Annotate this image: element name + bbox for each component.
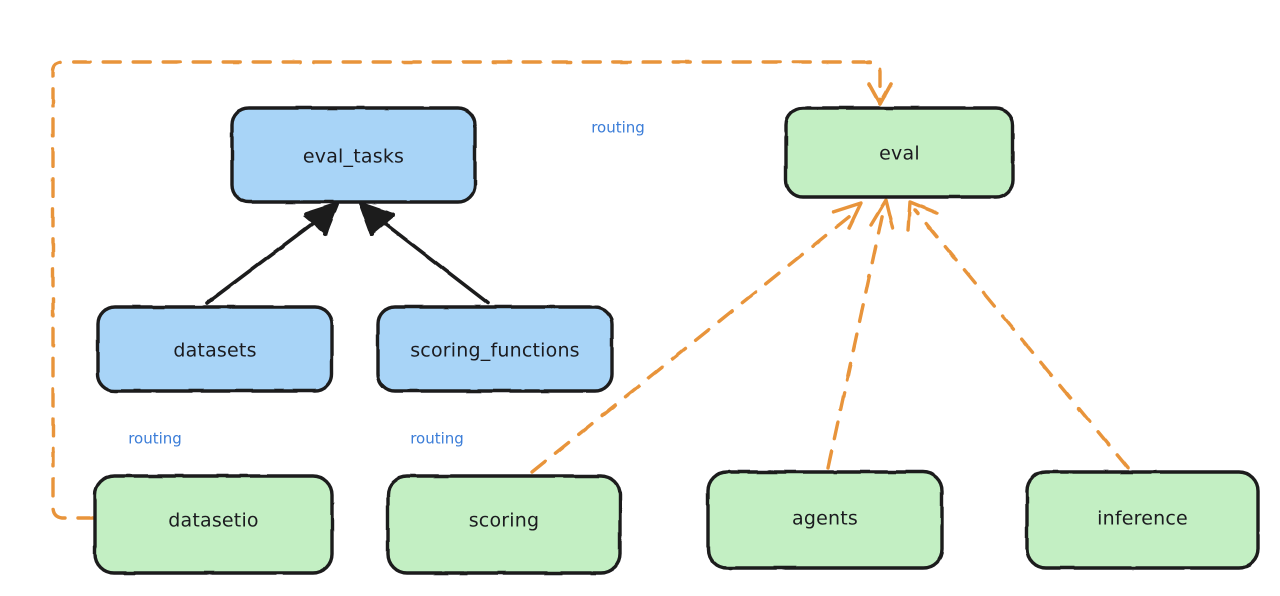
edge-label-routing-middle: routing bbox=[410, 430, 464, 448]
node-scoring-label: scoring bbox=[469, 510, 540, 532]
edge-agents-eval bbox=[826, 198, 895, 470]
node-eval-label: eval bbox=[879, 143, 920, 165]
node-inference-shape bbox=[1025, 470, 1260, 570]
node-datasetio-label: datasetio bbox=[168, 510, 259, 532]
node-scoring-functions-label: scoring_functions bbox=[410, 340, 580, 362]
edge-scoring-eval bbox=[530, 201, 863, 474]
node-inference-label: inference bbox=[1097, 508, 1188, 530]
node-scoring[interactable]: scoring bbox=[386, 474, 622, 575]
node-datasets[interactable]: datasets bbox=[96, 305, 334, 393]
node-agents-label: agents bbox=[792, 508, 858, 530]
node-eval-tasks-shape bbox=[230, 106, 477, 204]
edge-datasets-eval-tasks bbox=[205, 202, 339, 305]
node-eval-shape bbox=[784, 106, 1015, 199]
node-inference[interactable]: inference bbox=[1025, 470, 1260, 570]
node-scoring-functions[interactable]: scoring_functions bbox=[376, 305, 614, 393]
node-agents[interactable]: agents bbox=[706, 470, 944, 570]
node-scoring-functions-shape bbox=[376, 305, 614, 393]
node-eval-tasks-label: eval_tasks bbox=[303, 146, 404, 168]
node-eval[interactable]: eval bbox=[784, 106, 1015, 199]
node-datasetio[interactable]: datasetio bbox=[93, 474, 334, 575]
edge-scoring-functions-eval-tasks bbox=[359, 202, 490, 305]
node-eval-tasks[interactable]: eval_tasks bbox=[230, 106, 477, 204]
node-agents-shape bbox=[706, 470, 944, 570]
edge-label-routing-left: routing bbox=[128, 430, 182, 448]
edge-label-routing-top: routing bbox=[591, 119, 645, 137]
node-datasets-shape bbox=[96, 305, 334, 393]
node-datasets-label: datasets bbox=[173, 340, 256, 362]
node-scoring-shape bbox=[386, 474, 622, 575]
edge-inference-eval bbox=[906, 200, 1130, 470]
node-datasetio-shape bbox=[93, 474, 334, 575]
edge-datasetio-eval bbox=[51, 60, 893, 520]
